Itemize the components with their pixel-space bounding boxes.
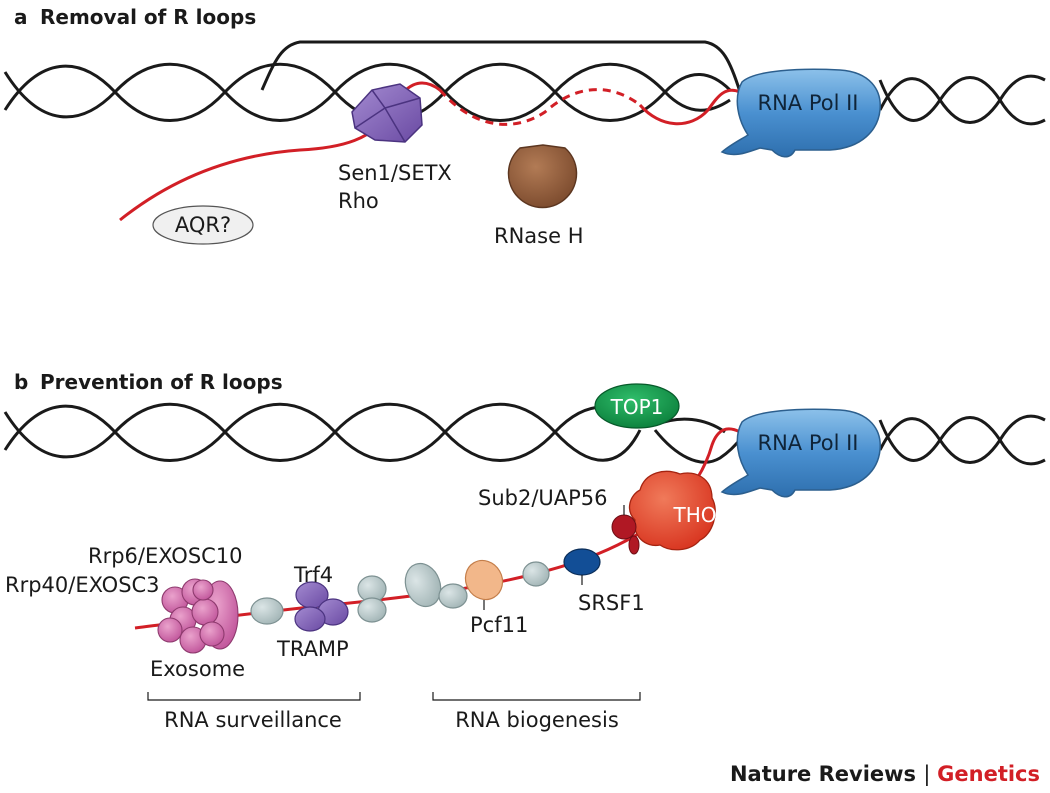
sub2-label: Sub2/UAP56 xyxy=(478,486,608,510)
panel-a-letter: a xyxy=(14,5,28,29)
tramp-complex xyxy=(294,581,349,632)
pcf11-label: Pcf11 xyxy=(470,613,528,637)
panel-a: a Removal of R loops Sen1/SETX Rho xyxy=(3,5,1046,248)
dna-strand-b2 xyxy=(3,402,642,462)
dna-strand-b2b xyxy=(653,429,749,464)
dna-strand-b1 xyxy=(3,402,642,462)
trf4-label: Trf4 xyxy=(293,563,333,587)
exosome-label: Exosome xyxy=(150,657,245,681)
grey-protein-3 xyxy=(357,597,387,623)
rnase-label: RNase H xyxy=(494,224,584,248)
dna-strand-b3 xyxy=(878,414,1046,464)
credit-separator: | xyxy=(923,762,937,787)
grey-protein-5 xyxy=(438,583,468,609)
rna-hybrid-dashed xyxy=(438,88,641,126)
sen1-label: Sen1/SETX xyxy=(338,161,452,185)
panel-a-title: Removal of R loops xyxy=(40,5,256,29)
dna-helix-a xyxy=(3,62,1046,126)
sen1-helicase xyxy=(351,83,423,143)
top1-label: TOP1 xyxy=(610,395,664,419)
bracket-surveillance xyxy=(147,692,361,701)
tho-complex xyxy=(628,470,716,551)
rho-label: Rho xyxy=(338,189,379,213)
sub2-protein xyxy=(611,505,640,555)
rna-pol-ii-b xyxy=(720,408,881,498)
dna-strand-a4 xyxy=(878,76,1046,126)
rrp40-label: Rrp40/EXOSC3 xyxy=(5,573,160,597)
aqr-protein: AQR? xyxy=(152,205,254,245)
displaced-strand-loop xyxy=(260,40,742,93)
srsf1-protein xyxy=(563,548,601,585)
dna-strand-a2 xyxy=(3,62,731,122)
grey-proteins xyxy=(250,561,550,625)
rrp6-label: Rrp6/EXOSC10 xyxy=(88,544,243,568)
grey-protein-4 xyxy=(404,562,442,608)
pol-label-a: RNA Pol II xyxy=(757,91,858,115)
pol-label-b: RNA Pol II xyxy=(757,431,858,455)
aqr-label: AQR? xyxy=(175,213,231,237)
rnase-h xyxy=(507,144,578,209)
dna-helix-b xyxy=(3,402,1046,466)
top1-protein: TOP1 xyxy=(594,383,680,429)
panel-b-title: Prevention of R loops xyxy=(40,370,283,394)
srsf1-label: SRSF1 xyxy=(578,591,645,615)
panel-b-letter: b xyxy=(14,370,28,394)
dna-strand-b4 xyxy=(878,416,1046,466)
dna-strand-a3 xyxy=(878,74,1046,124)
grey-protein-1 xyxy=(250,597,284,625)
credit-journal: Nature Reviews xyxy=(730,762,916,786)
pcf11-protein xyxy=(464,559,504,610)
bracket-biogenesis xyxy=(432,692,641,701)
rna-pol-ii-a xyxy=(720,68,881,158)
exosome-complex xyxy=(157,578,239,654)
credit-text: Nature Reviews | Genetics xyxy=(730,762,1040,787)
journal-credit: Nature Reviews | Genetics xyxy=(730,762,1040,787)
panel-b: b Prevention of R loops TOP1 THO xyxy=(3,370,1046,732)
credit-subject: Genetics xyxy=(937,762,1040,786)
tho-label: THO xyxy=(673,503,717,527)
tramp-label: TRAMP xyxy=(276,637,349,661)
rna-into-pol-a xyxy=(638,88,741,126)
biogenesis-label: RNA biogenesis xyxy=(455,708,619,732)
grey-protein-6 xyxy=(522,561,550,587)
surveillance-label: RNA surveillance xyxy=(164,708,342,732)
